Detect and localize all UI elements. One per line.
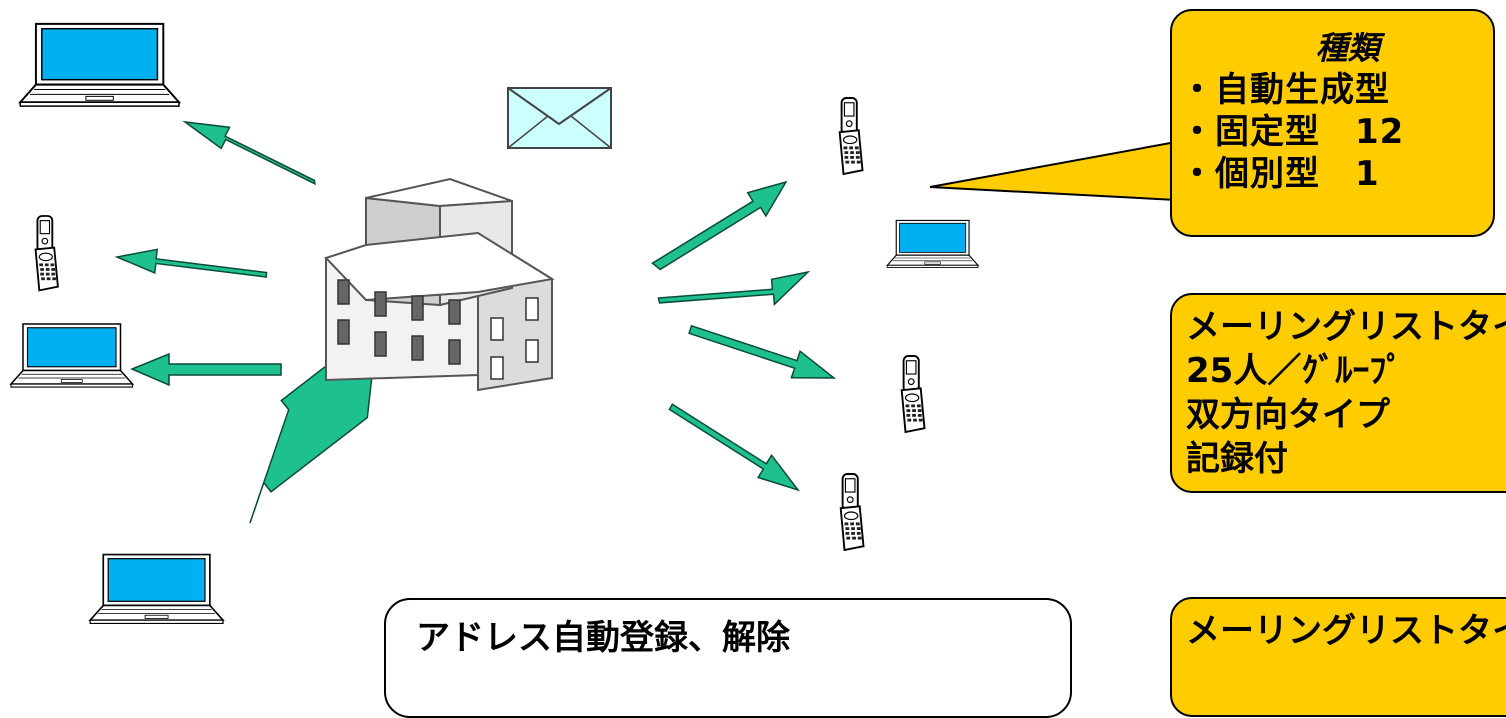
mailing-list-line: 記録付 <box>1186 439 1288 479</box>
address-registration-line: アドレス自動登録、解除 <box>416 618 790 658</box>
building-icon <box>324 177 555 392</box>
mailing-list-line: メーリングリストタイプ <box>1186 611 1506 651</box>
laptop-icon-top-left <box>19 22 180 108</box>
mailing-list-line: 双方向タイプ <box>1186 395 1390 435</box>
types-callout: 種類 ・自動生成型 ・固定型 12 ・個別型 1 <box>1170 9 1495 237</box>
mobile-phone-icon-mid-right <box>900 355 926 433</box>
arrow-to-phone-bottom-right <box>668 403 801 492</box>
laptop-icon-bottom-left <box>89 553 224 625</box>
types-title: 種類 <box>1315 29 1380 67</box>
arrow-to-laptop-left <box>130 352 282 387</box>
arrow-to-phone-left <box>114 248 268 278</box>
type-item: ・固定型 12 <box>1180 112 1405 152</box>
callout-pointer <box>929 140 1177 202</box>
laptop-icon-right <box>886 219 979 269</box>
mobile-phone-icon-bottom-right <box>839 473 865 551</box>
mobile-phone-icon-left <box>34 215 59 292</box>
laptop-icon-left <box>10 323 134 388</box>
arrow-to-phone-mid-right <box>688 324 837 379</box>
arrow-to-laptop-top-left <box>182 120 316 186</box>
address-registration-box: アドレス自動登録、解除 <box>384 598 1072 718</box>
mailing-list-box-2: メーリングリストタイプ <box>1170 597 1506 717</box>
mobile-phone-icon-top-right <box>838 97 864 175</box>
arrow-to-phone-top-right <box>651 180 788 271</box>
callout-pointer-join <box>1172 140 1182 202</box>
mailing-list-line: メーリングリストタイプ <box>1186 307 1506 347</box>
arrow-to-laptop-right <box>657 270 811 306</box>
mailing-list-line: 25人／ｸﾞﾙｰﾌﾟ <box>1186 351 1404 391</box>
type-item: ・個別型 1 <box>1180 154 1380 194</box>
broadcast-diagram <box>10 22 1177 625</box>
envelope-icon <box>507 87 612 149</box>
mailing-list-box: メーリングリストタイプ 25人／ｸﾞﾙｰﾌﾟ 双方向タイプ 記録付 <box>1170 293 1506 493</box>
type-item: ・自動生成型 <box>1180 70 1390 110</box>
